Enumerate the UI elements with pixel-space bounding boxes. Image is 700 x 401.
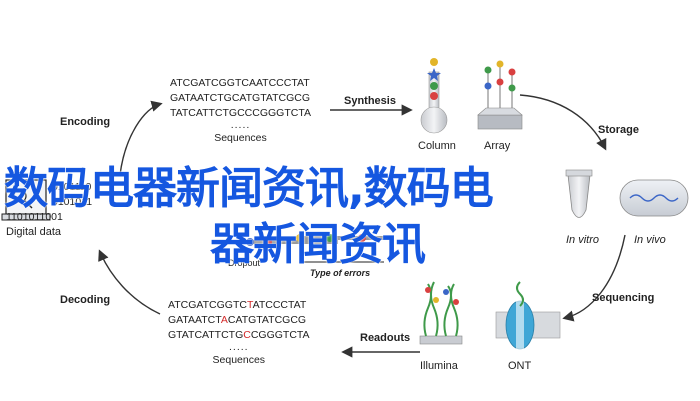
bottom-sequence-dots: .....	[228, 341, 249, 353]
overlay-watermark-line2: 器新闻资讯	[210, 219, 426, 270]
encoding-arc	[119, 100, 163, 176]
binary-line: 1101011001	[6, 211, 63, 223]
laptop-icon	[1, 179, 51, 221]
storage-label: Storage	[598, 124, 639, 136]
error-base: C	[243, 329, 251, 341]
top-sequences-label: Sequences	[214, 132, 267, 144]
column-label: Column	[418, 140, 456, 152]
bottom-sequence-line: ATCGATCGGTCTATCCCTAT	[168, 299, 307, 311]
error-base: A	[220, 314, 228, 326]
error-base: T	[246, 299, 253, 311]
overlay-watermark-line1: 数码电器新闻资讯,数码电	[4, 163, 494, 214]
bottom-sequence-line: GTATCATTCTGCCGGGTCTA	[168, 329, 310, 341]
binary-line: 0101011	[52, 196, 93, 208]
illumina-label: Illumina	[420, 360, 458, 372]
encoding-label: Encoding	[60, 116, 111, 128]
top-sequence-line: ATCGATCGGTCAATCCCTAT	[170, 77, 310, 89]
in-vivo-label: In vivo	[634, 234, 666, 246]
top-sequence-line: GATAATCTGCATGTATCGCG	[170, 92, 310, 104]
decoding-arc	[98, 249, 161, 315]
top-sequence-line: TATCATTCTGCCCGGGTCTA	[170, 107, 311, 119]
readouts-label: Readouts	[360, 332, 411, 344]
binary-line: 0101110	[52, 181, 92, 193]
storage-arc	[519, 94, 607, 151]
sequencing-arc	[562, 234, 626, 322]
bottom-sequences-label: Sequences	[212, 354, 266, 366]
top-sequence-dots: .....	[230, 119, 251, 131]
in-vitro-tube-icon	[565, 169, 593, 218]
decoding-label: Decoding	[60, 294, 111, 306]
bottom-sequences: ATCGATCGGTCTATCCCTAT GATAATCTACATGTATCGC…	[168, 298, 310, 368]
digital-binary: 0101110 0101011	[52, 180, 92, 210]
dropout-label: Dropout	[228, 258, 261, 268]
in-vivo-cell-icon	[619, 179, 689, 217]
bottom-sequence-line: GATAATCTACATGTATCGCG	[168, 314, 307, 326]
in-vitro-label: In vitro	[566, 234, 600, 246]
digital-data-label: Digital data	[6, 226, 62, 238]
type-of-errors-label: Type of errors	[310, 268, 371, 278]
illumina-icon	[419, 281, 463, 345]
array-label: Array	[484, 140, 511, 152]
column-icon	[420, 58, 448, 134]
ont-label: ONT	[508, 360, 532, 372]
sequencing-label: Sequencing	[592, 292, 655, 304]
array-icon	[477, 60, 523, 130]
error-strands-icon	[228, 234, 390, 263]
synthesis-label: Synthesis	[344, 95, 396, 107]
ont-icon	[495, 281, 561, 350]
digital-binary-row3: 1101011001	[6, 210, 63, 225]
top-sequences: ATCGATCGGTCAATCCCTAT GATAATCTGCATGTATCGC…	[170, 76, 311, 146]
